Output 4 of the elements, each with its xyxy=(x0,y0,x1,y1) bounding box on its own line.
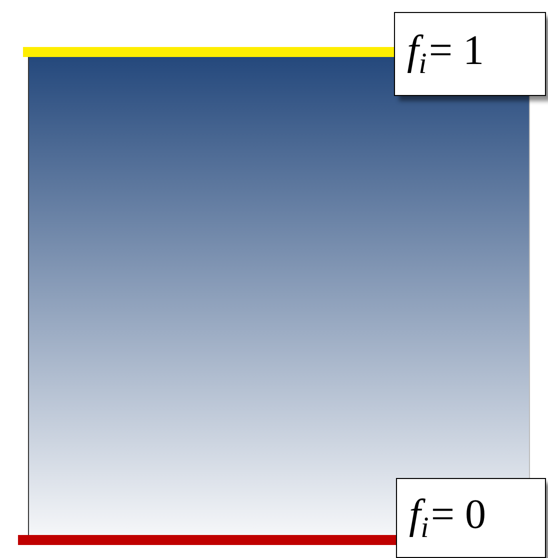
formula-text: f$_{i}$= 0 xyxy=(409,491,486,545)
formula-text: f$_{i}$= 1 xyxy=(407,27,484,81)
label-box xyxy=(396,478,546,558)
label-box xyxy=(394,12,546,96)
